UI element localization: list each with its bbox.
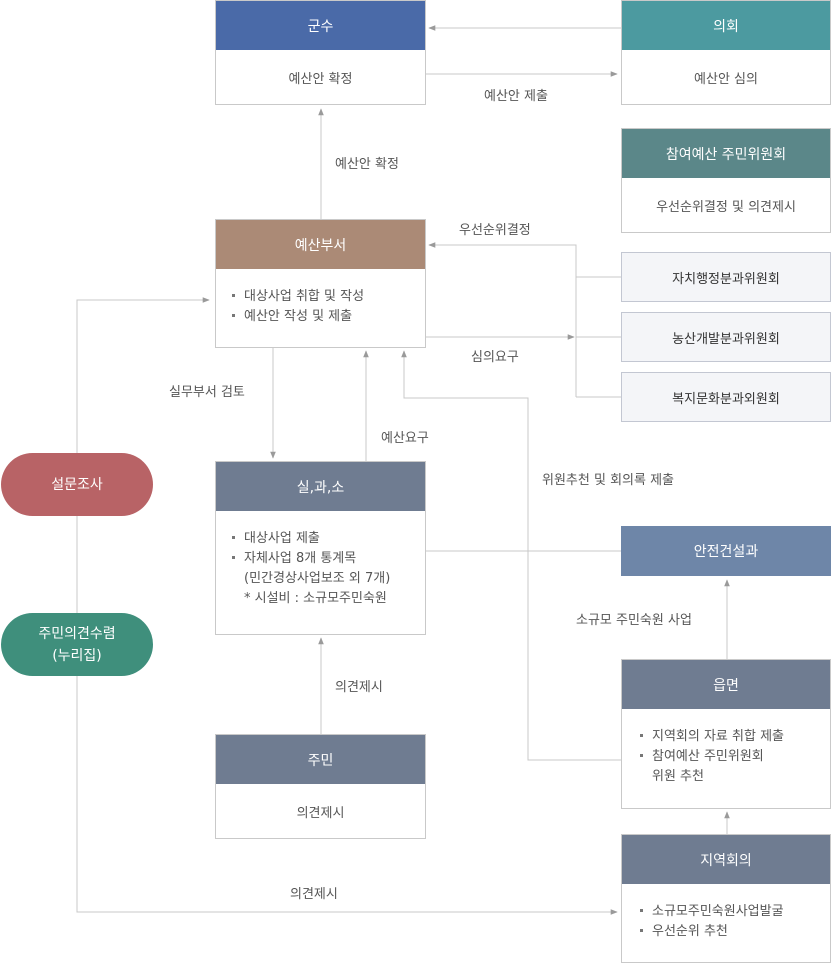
list-item: 우선순위 추천 bbox=[636, 922, 830, 942]
participatory-body: 우선순위결정 및 의견제시 bbox=[656, 199, 796, 215]
council-body: 예산안 심의 bbox=[694, 71, 758, 87]
list-item-note: (민간경상사업보조 외 7개) bbox=[244, 571, 391, 586]
residents-box: 주민 의견제시 bbox=[215, 734, 426, 839]
opinion-pill-line1: 주민의견수렴 bbox=[38, 625, 116, 642]
list-item: 참여예산 주민위원회 bbox=[636, 747, 830, 767]
budget-dept-box: 예산부서 대상사업 취합 및 작성 예산안 작성 및 제출 bbox=[215, 219, 426, 348]
arrow-opinion-to-regional bbox=[76, 676, 618, 915]
residents-body: 의견제시 bbox=[296, 805, 345, 821]
regional-meeting-box: 지역회의 소규모주민숙원사업발굴 우선순위 추천 bbox=[621, 834, 831, 963]
label-dept-review: 실무부서 검토 bbox=[169, 385, 245, 400]
label-member-recommend: 위원추천 및 회의록 제출 bbox=[542, 473, 674, 488]
council-box: 의회 예산안 심의 bbox=[621, 0, 831, 105]
gunsu-box: 군수 예산안 확정 bbox=[215, 0, 426, 105]
gunsu-title: 군수 bbox=[216, 1, 425, 50]
subcommittee-welfare: 복지문화분과외원회 bbox=[621, 372, 831, 422]
label-submit-budget: 예산안 제출 bbox=[484, 89, 548, 104]
label-opinion-residents: 의견제시 bbox=[335, 680, 383, 695]
label-small-project: 소규모 주민숙원 사업 bbox=[576, 613, 692, 628]
label-opinion-regional: 의견제시 bbox=[290, 887, 338, 902]
survey-pill: 설문조사 bbox=[1, 453, 153, 516]
subcommittee-admin: 자치행정분과위원회 bbox=[621, 252, 831, 302]
label-review-request: 심의요구 bbox=[471, 350, 519, 365]
list-item: 소규모주민숙원사업발굴 bbox=[636, 902, 830, 922]
regional-items: 소규모주민숙원사업발굴 우선순위 추천 bbox=[636, 902, 830, 942]
list-item-note: 위원 추천 bbox=[652, 769, 704, 784]
participatory-title: 참여예산 주민위원회 bbox=[622, 129, 830, 178]
list-item: 예산안 작성 및 제출 bbox=[228, 307, 425, 327]
arrow-sub-to-budget bbox=[428, 242, 621, 278]
list-item: 대상사업 제출 bbox=[228, 529, 425, 549]
label-priority-decision: 우선순위결정 bbox=[459, 223, 531, 238]
budget-dept-items: 대상사업 취합 및 작성 예산안 작성 및 제출 bbox=[228, 287, 425, 327]
regional-title: 지역회의 bbox=[622, 835, 830, 884]
list-item: 자체사업 8개 통계목 bbox=[228, 549, 425, 569]
budget-dept-title: 예산부서 bbox=[216, 220, 425, 269]
council-title: 의회 bbox=[622, 1, 830, 50]
arrow-eup-to-budget bbox=[401, 350, 621, 761]
label-confirm-budget: 예산안 확정 bbox=[335, 157, 399, 172]
safety-dept-box: 안전건설과 bbox=[621, 526, 831, 576]
eupmyeon-title: 읍면 bbox=[622, 660, 830, 709]
list-item: 지역회의 자료 취합 제출 bbox=[636, 727, 830, 747]
list-item-note: * 시설비 : 소규모주민숙원 bbox=[244, 591, 387, 606]
participatory-committee-box: 참여예산 주민위원회 우선순위결정 및 의견제시 bbox=[621, 128, 831, 233]
gunsu-body: 예산안 확정 bbox=[288, 71, 353, 87]
residents-title: 주민 bbox=[216, 735, 425, 784]
eupmyeon-items: 지역회의 자료 취합 제출 참여예산 주민위원회 위원 추천 bbox=[636, 727, 830, 787]
office-items: 대상사업 제출 자체사업 8개 통계목 (민간경상사업보조 외 7개) * 시설… bbox=[228, 529, 425, 609]
subcommittee-agri: 농산개발분과위원회 bbox=[621, 312, 831, 362]
office-title: 실,과,소 bbox=[216, 462, 425, 511]
eupmyeon-box: 읍면 지역회의 자료 취합 제출 참여예산 주민위원회 위원 추천 bbox=[621, 659, 831, 809]
opinion-pill-line2: (누리집) bbox=[52, 647, 102, 664]
label-budget-request: 예산요구 bbox=[381, 431, 429, 446]
opinion-pill: 주민의견수렴 (누리집) bbox=[1, 613, 153, 676]
safety-title: 안전건설과 bbox=[621, 526, 831, 576]
arrow-survey-to-budget bbox=[76, 297, 210, 453]
office-box: 실,과,소 대상사업 제출 자체사업 8개 통계목 (민간경상사업보조 외 7개… bbox=[215, 461, 426, 635]
list-item: 대상사업 취합 및 작성 bbox=[228, 287, 425, 307]
